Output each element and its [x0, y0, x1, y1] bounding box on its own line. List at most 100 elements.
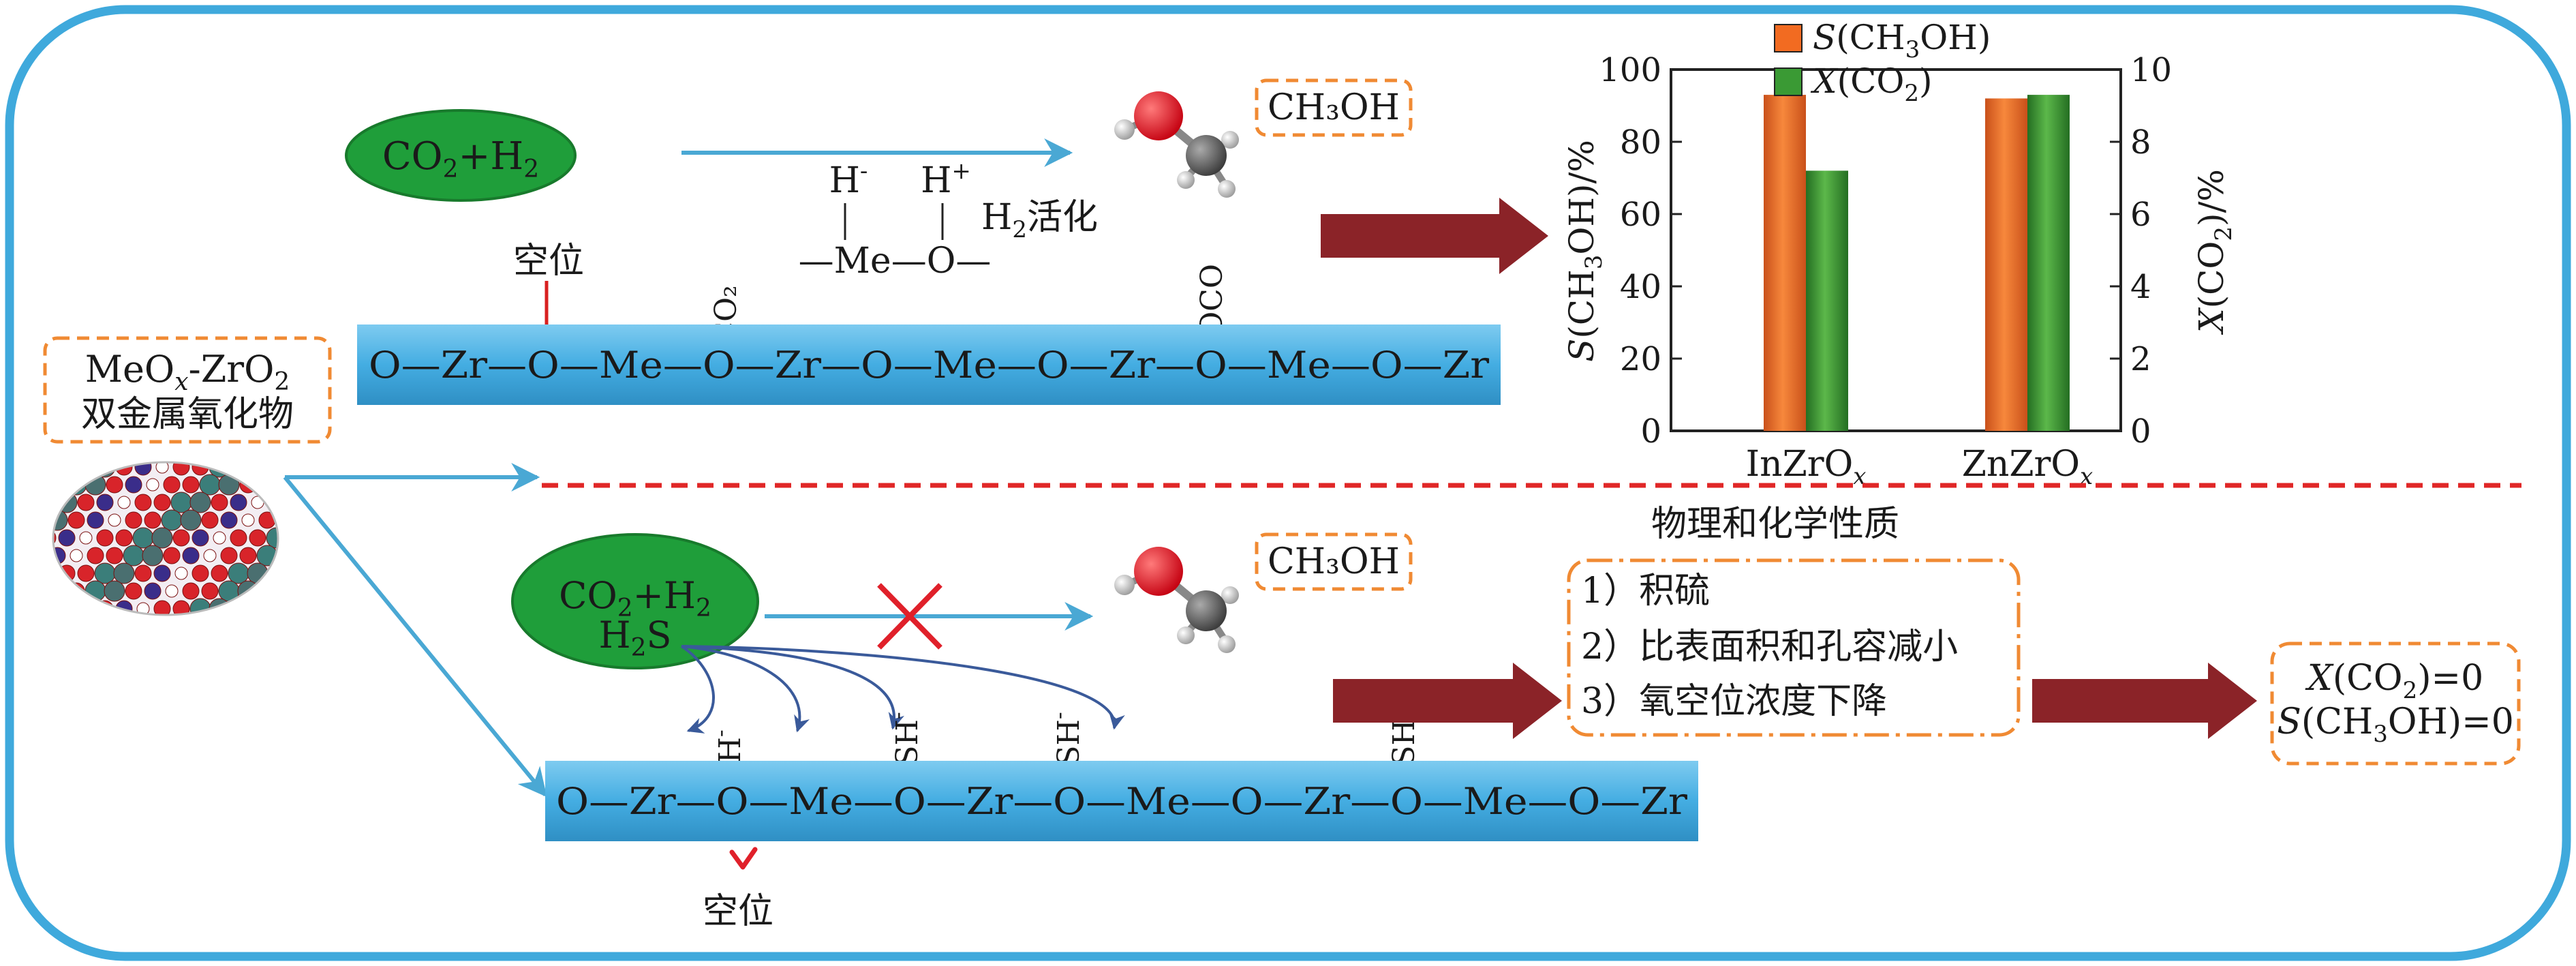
right-tick-label: 10	[2130, 51, 2172, 89]
crystal-atom	[191, 564, 209, 582]
result-selectivity: S(CH3OH)=0	[2277, 701, 2514, 748]
top-surface-chain: O—Zr—O—Me—O—Zr—O—Me—O—Zr—O—Me—O—Zr	[369, 344, 1489, 387]
top-product-box	[1255, 78, 1413, 137]
right-tick-label: 4	[2130, 268, 2151, 306]
crystal-atom	[213, 531, 226, 545]
hydride-label: H-	[829, 157, 868, 201]
crystal-atom	[115, 529, 133, 547]
catalyst-name: 双金属氧化物	[81, 394, 294, 435]
top-oco-adsorbate: OCO	[1195, 264, 1229, 336]
crystal-atom	[53, 492, 59, 513]
chart-bars	[1764, 95, 2070, 431]
catalyst-arrow-bottom	[283, 476, 547, 798]
bottom-product-label: CH₃OH	[1268, 541, 1400, 582]
crystal-atom	[211, 494, 228, 511]
bar-s-ch3oh-0	[1764, 95, 1806, 431]
bottom-reaction: CO2+H2 H2S CH₃OH	[511, 504, 2521, 932]
crystal-atom	[79, 531, 93, 545]
bottom-big-arrow-1	[1333, 663, 1562, 739]
top-surface-bar	[357, 324, 1501, 405]
bar-x-co2-1	[2027, 95, 2070, 431]
crystal-atom	[182, 582, 200, 600]
crystal-atom	[258, 476, 276, 494]
crystal-atom	[53, 582, 66, 600]
properties-box	[1567, 558, 2021, 737]
left-tick-label: 60	[1620, 196, 1661, 234]
crystal-atom	[191, 529, 209, 547]
crystal-atom	[136, 602, 150, 615]
sh-adsorbate: SH-	[885, 712, 925, 766]
category-label-znzrox: ZnZrOx	[1962, 444, 2093, 490]
bar-s-ch3oh-1	[1985, 98, 2027, 431]
bottom-surface-chain: O—Zr—O—Me—O—Zr—O—Me—O—Zr—O—Me—O—Zr	[556, 780, 1687, 823]
property-item: 2）比表面积和孔容减小	[1581, 627, 1958, 667]
crystal-atom	[151, 527, 173, 549]
bottom-product-box	[1255, 532, 1413, 591]
h2-activation-label: H2活化	[981, 197, 1098, 243]
property-item: 3）氧空位浓度下降	[1581, 681, 1887, 722]
me-o-bond-label: —Me—O—	[799, 241, 992, 282]
right-tick-label: 0	[2130, 412, 2151, 451]
top-big-arrow	[1321, 198, 1548, 274]
crystal-atom	[77, 564, 95, 582]
crystal-atom	[77, 494, 95, 511]
crystal-atom	[249, 600, 266, 615]
crystal-atom	[123, 545, 144, 567]
crystal-atom	[277, 582, 278, 600]
crystal-atom	[94, 562, 116, 584]
crystal-atom	[268, 564, 278, 582]
crystal-atom	[132, 527, 154, 549]
property-item: 1）积硫	[1581, 571, 1710, 612]
crystal-atom	[218, 474, 240, 496]
right-tick-label: 6	[2130, 196, 2151, 234]
crystal-atom	[228, 562, 249, 584]
crystal-atom	[155, 462, 169, 474]
crystal-atom	[201, 582, 219, 600]
crystal-atom	[58, 462, 76, 476]
crystal-atom	[153, 564, 171, 582]
proton-label: H+	[921, 157, 971, 201]
bottom-reactant-line2: H2S	[599, 614, 672, 662]
crystal-atom	[134, 564, 152, 582]
crystal-atom	[134, 462, 152, 476]
legend-swatch-s	[1774, 24, 1803, 52]
crystal-atom	[249, 529, 266, 547]
outer-frame	[5, 5, 2571, 961]
crystal-atom	[163, 547, 181, 564]
crystal-atom	[220, 547, 238, 564]
crystal-atom	[220, 511, 238, 529]
crystal-atom	[117, 496, 131, 509]
bottom-surface-bar	[545, 761, 1698, 841]
crystal-atom	[70, 549, 83, 562]
crystal-atom	[53, 600, 57, 615]
crystal-atom	[199, 474, 221, 496]
crystal-atom	[230, 529, 247, 547]
crystal-atom	[182, 476, 200, 494]
crystal-atom	[170, 492, 192, 513]
blocked-cross-icon	[877, 583, 942, 650]
top-reactant-label: CO2+H2	[382, 134, 539, 183]
result-box	[2270, 642, 2521, 766]
crystal-atom	[106, 547, 123, 564]
crystal-atom	[125, 582, 142, 600]
bottom-reactant-ellipse	[511, 533, 759, 669]
crystal-atom	[53, 567, 55, 580]
crystal-atom	[53, 462, 57, 476]
left-tick-label: 100	[1599, 51, 1661, 89]
crystal-atom	[230, 600, 247, 615]
crystal-atom	[87, 547, 104, 564]
top-reaction: CO2+H2 CH₃OH H- H+ —Me—O— H2活化 空位	[345, 78, 1548, 405]
crystal-atom	[67, 511, 85, 529]
right-tick-label: 2	[2130, 340, 2151, 378]
right-tick-label: 8	[2130, 123, 2151, 162]
chart-plot-area	[1670, 68, 2122, 432]
crystal-atom	[104, 580, 125, 602]
crystal-atom	[161, 509, 183, 531]
crystal-atom	[125, 476, 142, 494]
bar-x-co2-0	[1806, 170, 1848, 431]
crystal-atom	[258, 582, 276, 600]
crystal-atom	[53, 476, 66, 494]
crystal-atom	[172, 529, 190, 547]
